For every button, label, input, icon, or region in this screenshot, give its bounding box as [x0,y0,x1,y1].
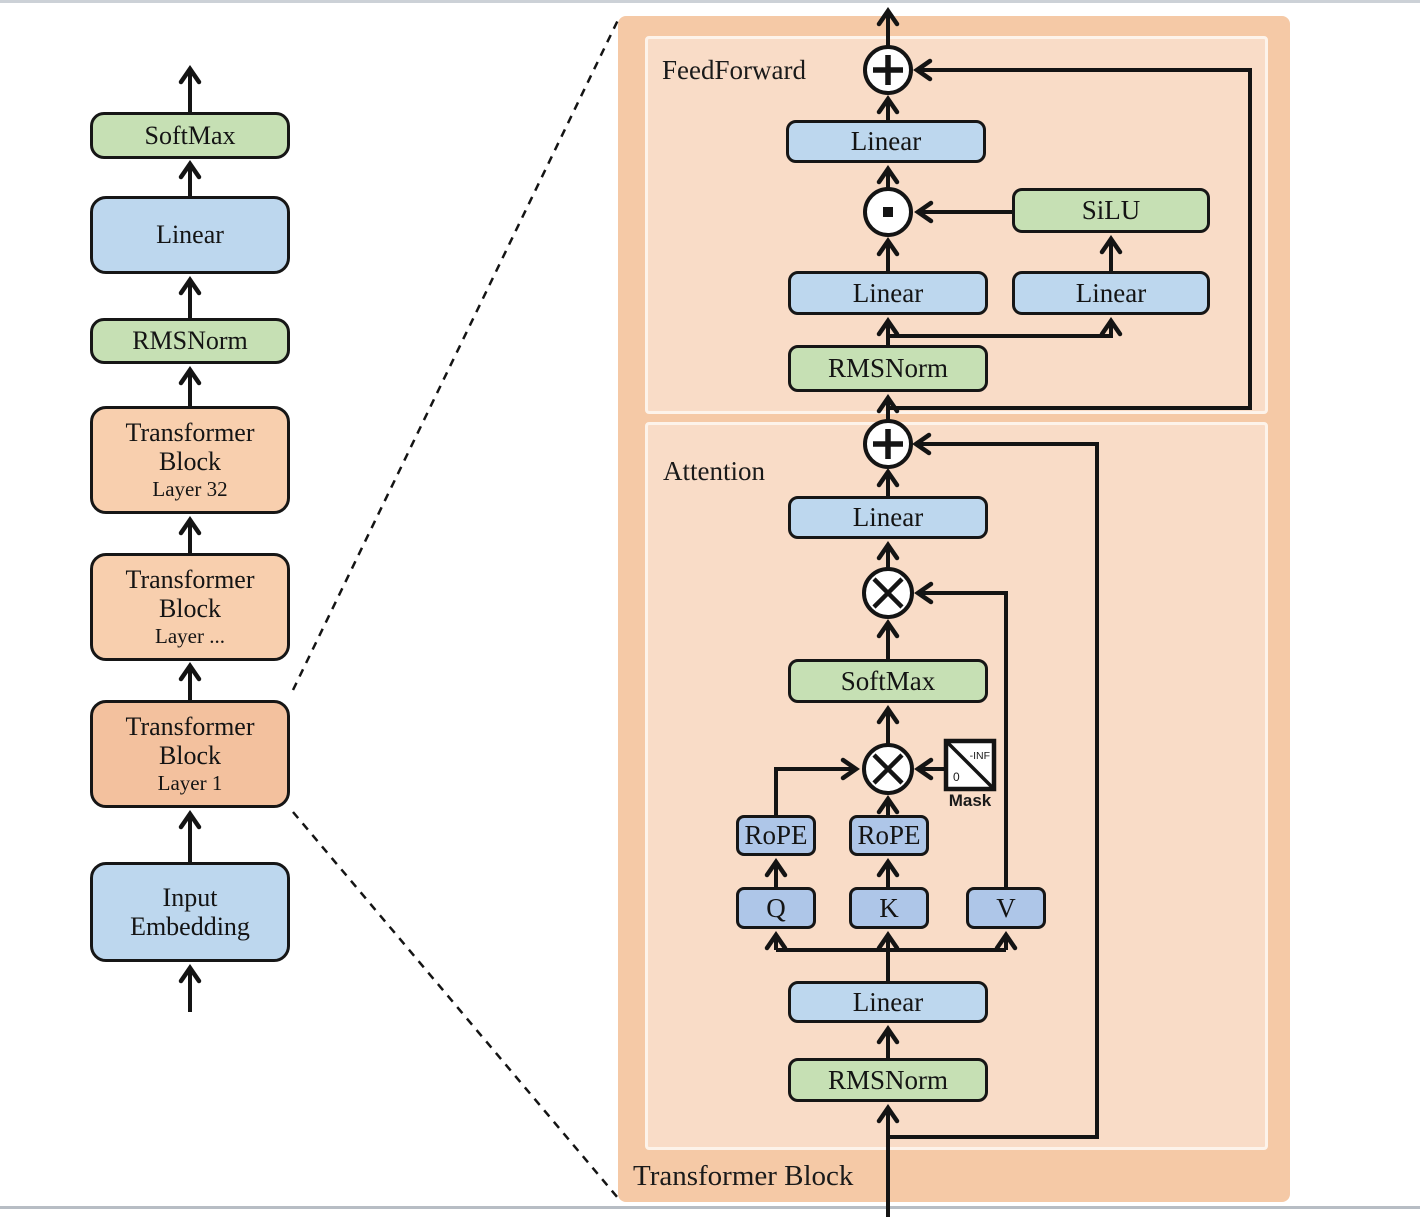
linear-node: Linear [90,196,290,274]
callout-dash-bottom [292,811,619,1199]
ff-linear-out-node: Linear [786,120,986,163]
feedforward-label: FeedForward [662,55,806,85]
transformer-block-label: Transformer Block [633,1160,854,1192]
ff-linear-gate-node: Linear [788,271,988,315]
attn-softmax-node: SoftMax [788,659,988,703]
attn-linear-out-node: Linear [788,496,988,539]
callout-dash-top [291,19,620,691]
bottom-divider [0,1206,1420,1209]
transformer-block-layerdots-node: Transformer Block Layer ... [90,553,290,661]
attention-label: Attention [663,456,765,486]
rmsnorm-node: RMSNorm [90,318,290,364]
v-node: V [966,887,1046,929]
q-node: Q [736,887,816,929]
transformer-block-layer32-node: Transformer Block Layer 32 [90,406,290,514]
ff-linear-up-node: Linear [1012,271,1210,315]
attn-linear-in-node: Linear [788,981,988,1023]
top-divider [0,0,1420,3]
ff-silu-node: SiLU [1012,188,1210,233]
softmax-node: SoftMax [90,112,290,159]
rope-k-node: RoPE [849,815,929,856]
k-node: K [849,887,929,929]
ff-rmsnorm-node: RMSNorm [788,345,988,392]
attn-rmsnorm-node: RMSNorm [788,1058,988,1102]
transformer-block-layer1-node: Transformer Block Layer 1 [90,700,290,808]
rope-q-node: RoPE [736,815,816,856]
input-embedding-node: Input Embedding [90,862,290,962]
